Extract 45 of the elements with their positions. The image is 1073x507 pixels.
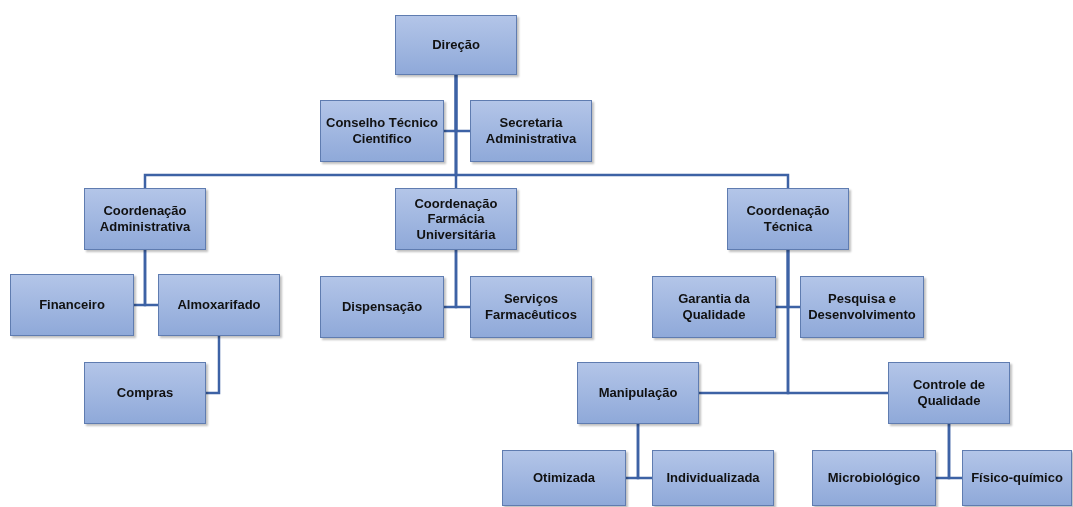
box-label: Garantia da Qualidade xyxy=(677,291,751,323)
org-box xyxy=(395,15,517,75)
box-label: Compras xyxy=(115,385,175,401)
org-box xyxy=(812,450,936,506)
box-label: Coordenação Farmácia Universitária xyxy=(413,195,499,243)
connector-line xyxy=(636,424,652,480)
box-label: Coordenação Administrativa xyxy=(98,203,192,235)
org-box xyxy=(470,276,592,338)
org-box xyxy=(158,274,280,336)
box-label: Manipulação xyxy=(597,385,679,401)
org-box xyxy=(10,274,134,336)
box-label: Dispensação xyxy=(340,299,424,315)
org-box xyxy=(395,188,517,250)
org-box xyxy=(800,276,924,338)
org-box xyxy=(502,450,626,506)
box-label: Físico-químico xyxy=(970,470,1064,486)
connector-line xyxy=(786,250,888,395)
connector-line xyxy=(947,424,962,480)
org-box xyxy=(727,188,849,250)
org-box xyxy=(320,276,444,338)
org-box xyxy=(320,100,444,162)
box-label: Pesquisa e Desenvolvimento xyxy=(807,291,917,323)
box-label: Direção xyxy=(431,37,481,53)
org-box xyxy=(888,362,1010,424)
box-label: Individualizada xyxy=(665,470,761,486)
connector-line xyxy=(206,336,221,395)
org-box xyxy=(84,188,206,250)
org-box xyxy=(652,276,776,338)
box-label: Financeiro xyxy=(38,297,106,313)
box-label: Almoxarifado xyxy=(176,297,262,313)
connector-line xyxy=(143,250,158,307)
box-label: Secretaria Administrativa xyxy=(484,115,578,147)
box-label: Controle de Qualidade xyxy=(911,377,987,409)
connector-line xyxy=(454,75,790,188)
box-label: Otimizada xyxy=(531,470,597,486)
connector-line xyxy=(454,250,470,309)
org-box xyxy=(577,362,699,424)
box-label: Microbiológico xyxy=(826,470,922,486)
org-box xyxy=(962,450,1072,506)
org-box xyxy=(470,100,592,162)
box-label: Coordenação Técnica xyxy=(745,203,831,235)
box-label: Conselho Técnico Cientifico xyxy=(325,115,439,147)
org-box xyxy=(84,362,206,424)
box-label: Serviços Farmacêuticos xyxy=(484,291,578,323)
org-box xyxy=(652,450,774,506)
